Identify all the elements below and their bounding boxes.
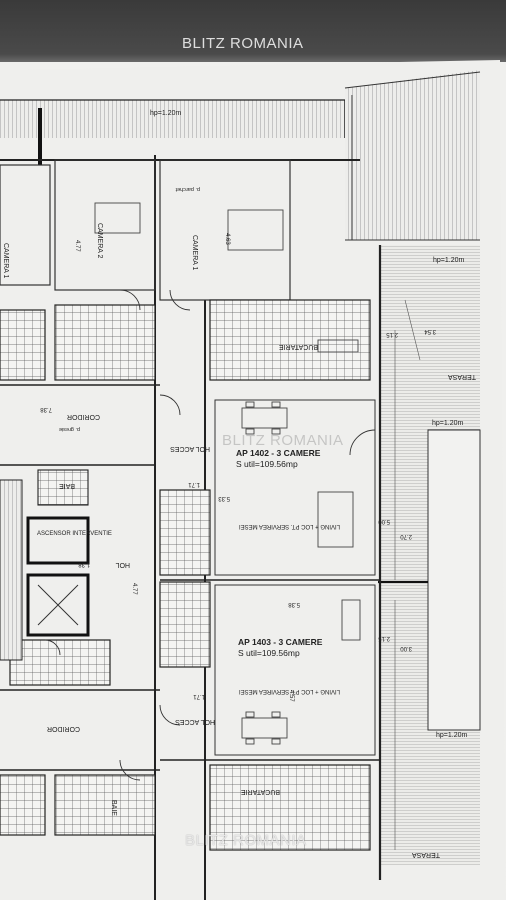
floor-note-parchet: p. parchet [175, 186, 200, 192]
kitchen-bottom [209, 764, 371, 851]
watermark-top: BLITZ ROMANIA [182, 35, 304, 52]
living-ap1402 [214, 399, 376, 576]
label-camera-2: CAMERA 2 [96, 223, 103, 259]
hp-note-terrace-b: hp=1.20m [432, 420, 463, 427]
label-terasa-top: TERASA [448, 373, 476, 380]
label-hol-mid: HOL [116, 561, 131, 568]
label-kitchen-top: BUCATARIE [279, 343, 318, 350]
terrace-planter [427, 429, 481, 731]
dim-3: 5.33 [218, 495, 230, 501]
watermark-middle: BLITZ ROMANIA [222, 432, 344, 449]
label-hol-acces-top: HOL ACCES [170, 445, 210, 452]
floor-note-gresie: p. gresie [59, 426, 80, 432]
dim-5: 2.15 [386, 331, 398, 337]
dim-8: 5.38 [288, 601, 300, 607]
label-baie-bottom: BAIE [110, 800, 117, 816]
right-terrace-top [345, 70, 480, 240]
elevator-shaft [26, 516, 90, 565]
dim-6: 5.00 [378, 518, 390, 524]
dim-12: 1.71 [188, 481, 200, 487]
room-camera-left [0, 164, 51, 286]
hp-note-top: hp=1.20m [150, 110, 181, 117]
bath-ap1402 [159, 489, 211, 576]
dim-14: 7.38 [40, 406, 52, 412]
label-camera-left: CAMERA 1 [2, 243, 9, 279]
label-corridor-top: CORIDOR [67, 413, 100, 420]
hp-note-terrace-a: hp=1.20m [433, 257, 464, 264]
label-living-bottom: LIVING + LOC PT. SERVIREA MESEI [239, 688, 340, 694]
living-ap1403 [214, 584, 376, 756]
label-camera-1: CAMERA 1 [191, 235, 198, 271]
dim-11: 3.00 [400, 645, 412, 651]
ap1402-name: AP 1402 - 3 CAMERE [236, 448, 321, 458]
label-ascensor: ASCENSOR INTERVENTIE [37, 531, 112, 537]
label-living-top: LIVING + LOC PT. SERVIREA MESEI [239, 523, 340, 529]
label-kitchen-bottom: BUCATARIE [241, 788, 280, 795]
ap1403-area: S util=109.56mp [238, 648, 300, 658]
dim-10: 2.15 [378, 635, 390, 641]
dim-13: 1.71 [193, 693, 205, 699]
dim-16: 4.77 [131, 583, 137, 595]
room-camera-2 [54, 159, 156, 291]
label-terasa-bottom: TERASA [412, 851, 440, 858]
top-balcony [0, 100, 345, 138]
label-baie: BAIE [59, 482, 75, 489]
dim-1: 4.77 [74, 240, 80, 252]
ap1402-area: S util=109.56mp [236, 459, 298, 469]
bath-top-left [54, 304, 156, 381]
hp-note-terrace-c: hp=1.20m [436, 732, 467, 739]
dim-9: 4.57 [288, 690, 294, 702]
dim-7: 2.70 [400, 533, 412, 539]
dim-4: 3.54 [424, 328, 436, 334]
bath-bottom-left [54, 774, 156, 836]
hol-tiled [9, 639, 111, 686]
label-hol-acces-bottom: HOL ACCES [175, 718, 215, 725]
label-corridor-bottom: CORIDOR [47, 725, 80, 732]
dim-15: 1.38 [78, 561, 90, 567]
ap1403-name: AP 1403 - 3 CAMERE [238, 637, 323, 647]
bath-ap1403 [159, 581, 211, 668]
watermark-bottom: BLITZ ROMANIA [185, 832, 307, 849]
stair-shaft [26, 573, 90, 637]
dim-2: 4.63 [224, 233, 230, 245]
